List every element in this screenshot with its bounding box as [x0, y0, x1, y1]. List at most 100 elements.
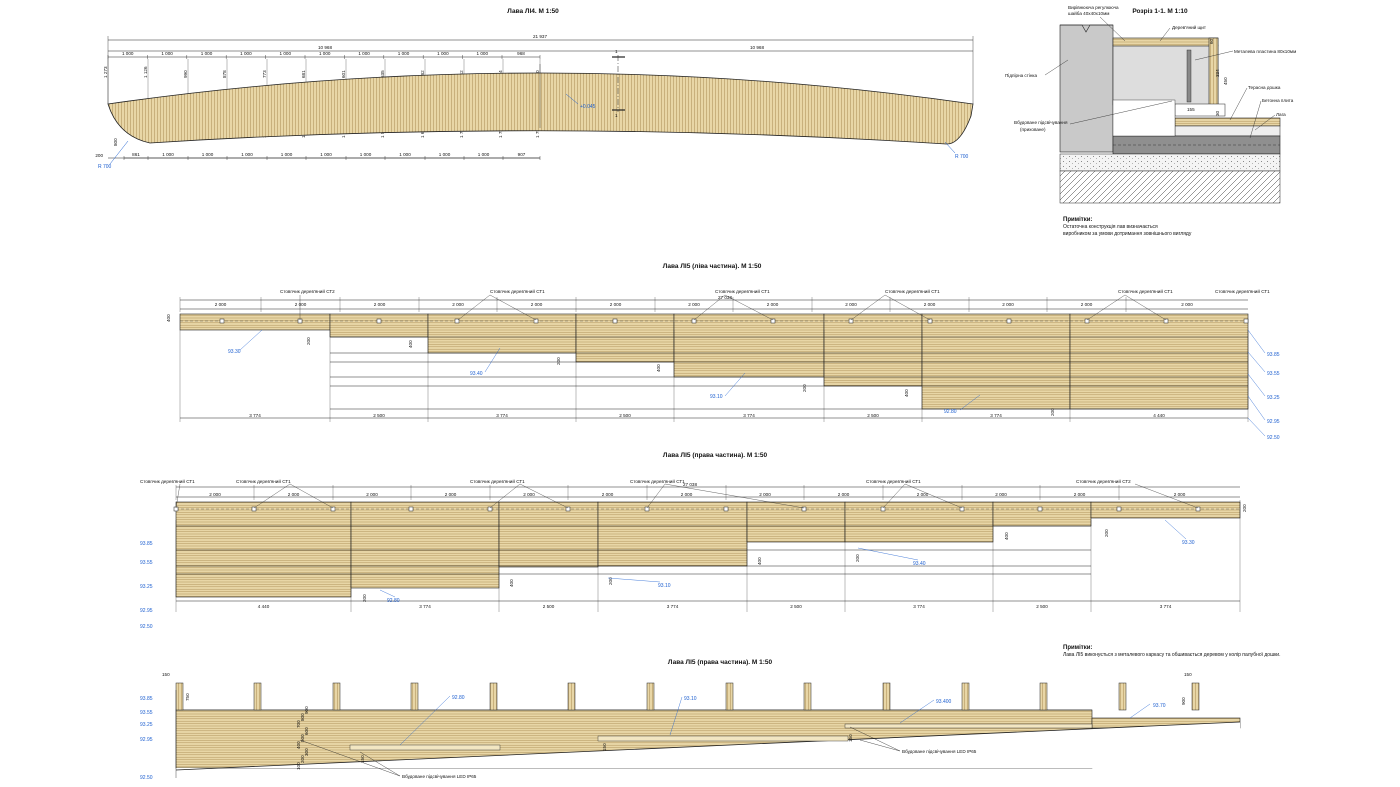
post-marker [644, 506, 650, 512]
bottom-dim: 2 500 [1036, 604, 1048, 609]
line [882, 483, 906, 509]
level-left: 92.50 [140, 624, 153, 630]
line [646, 483, 666, 509]
step-dim: 400 [166, 314, 171, 322]
label-lighting-2: (приховане) [1020, 127, 1046, 132]
post-label: Стовпчик дерев'яний СТ1 [1118, 288, 1173, 294]
small-dim: 150 [848, 734, 853, 742]
bottom-dim: 3 774 [990, 413, 1002, 418]
spacing-dim: 2 000 [531, 302, 543, 307]
line [1247, 329, 1266, 354]
bench-step [992, 501, 1092, 527]
level-left: 93.55 [140, 560, 153, 566]
bench-step [1069, 313, 1249, 410]
elevation-post [489, 682, 498, 711]
post-marker [612, 318, 618, 324]
section-mark-bottom: 1 [615, 113, 618, 118]
post-label: Стовпчик дерев'яний СТ1 [885, 288, 940, 294]
label-wood-shield: Дерев'яний щит [1172, 24, 1207, 30]
step-dim: 200 [306, 337, 311, 345]
section-mark-top: 1 [615, 49, 618, 54]
step-dim: 200 [608, 577, 613, 585]
bottom-segment-dim: 1 000 [281, 152, 293, 157]
post-width-right: 150 [1184, 672, 1192, 677]
top-height-dim: 773 [262, 70, 267, 78]
elevation-post [253, 682, 262, 711]
spacing-dim: 2 000 [523, 492, 535, 497]
top-segment-dim: 1 000 [398, 51, 410, 56]
step-dim: 200 [802, 384, 807, 392]
bottom-dim: 3 774 [496, 413, 508, 418]
step-dim: 200 [855, 554, 860, 562]
step-dim: 200 [1050, 408, 1055, 416]
joist [1174, 125, 1281, 137]
inner-step [844, 723, 1093, 729]
top-segment-dim: 1 000 [437, 51, 449, 56]
level-left: 93.55 [140, 710, 153, 716]
post-marker [408, 506, 414, 512]
level-inner: 92.80 [452, 695, 465, 701]
line [1134, 483, 1199, 509]
step-dim: 400 [656, 364, 661, 372]
spacing-dim: 2 000 [995, 492, 1007, 497]
step-dim: 400 [904, 389, 909, 397]
bench-step [575, 313, 675, 363]
line [884, 294, 931, 321]
elevation-post [410, 682, 419, 711]
bench-step [844, 501, 994, 543]
line [489, 294, 537, 321]
level-mark: +0.045 [580, 104, 596, 110]
drawing-li5-left-title: Лава ЛІ5 (ліва частина). М 1:50 [663, 262, 762, 270]
bottom-segment-dim: 907 [518, 152, 526, 157]
post-label: Стовпчик дерев'яний СТ1 [140, 478, 195, 484]
post-marker [251, 506, 257, 512]
post-label: Стовпчик дерев'яний СТ2 [280, 288, 335, 294]
post-marker [1084, 318, 1090, 324]
drawing-li4: Лава ЛІ4. М 1:50 21 937 10 968 10 968 1 … [95, 8, 974, 170]
post-label: Стовпчик дерев'яний СТ2 [1076, 478, 1131, 484]
label-terrace: Терасна дошка [1248, 85, 1281, 90]
post-marker [1037, 506, 1043, 512]
post-marker [1195, 506, 1201, 512]
step-dim: 200 [556, 357, 561, 365]
bottom-segment-dim: 861 [132, 152, 140, 157]
bench-step [746, 501, 846, 543]
spacing-dim: 2 000 [215, 302, 227, 307]
elevation-post [567, 682, 576, 711]
step-dim: 400 [757, 557, 762, 565]
stacked-dim: 700 [296, 720, 301, 728]
level-right: 93.85 [1267, 352, 1280, 358]
bottom-segment-dim: 1 000 [439, 152, 451, 157]
bottom-segment-dim: 1 000 [202, 152, 214, 157]
step-dim: 400 [1004, 532, 1009, 540]
level-label: 93.30 [228, 349, 241, 355]
line [299, 739, 401, 777]
post-marker [880, 506, 886, 512]
post-marker [376, 318, 382, 324]
stacked-dim: 600 [304, 727, 309, 735]
drawing-li5-right: Лава ЛІ5 (права частина). М 1:50 27 038 … [140, 452, 1247, 630]
top-segment-dim: 968 [517, 51, 525, 56]
post-marker [1243, 318, 1249, 324]
spacing-dim: 2 000 [374, 302, 386, 307]
level-left: 93.25 [140, 722, 153, 728]
spacing-dim: 2 000 [288, 492, 300, 497]
post-marker [848, 318, 854, 324]
bottom-segment-dim: 1 000 [241, 152, 253, 157]
radius-right-label: R 700 [955, 154, 969, 160]
line [959, 394, 981, 411]
line [1247, 395, 1266, 421]
line [607, 577, 661, 583]
level-left: 92.50 [140, 775, 153, 781]
spacing-dim: 2 000 [681, 492, 693, 497]
retaining-wall [1059, 24, 1114, 153]
level-right: 93.25 [1267, 395, 1280, 401]
level-label: 93.10 [710, 394, 723, 400]
level-left: 92.95 [140, 737, 153, 743]
bottom-segment-dim: 1 000 [360, 152, 372, 157]
post-label: Стовпчик дерев'яний СТ1 [1215, 288, 1270, 294]
notes-1-line-1: Остаточна конструкція лав визначається [1063, 224, 1158, 230]
